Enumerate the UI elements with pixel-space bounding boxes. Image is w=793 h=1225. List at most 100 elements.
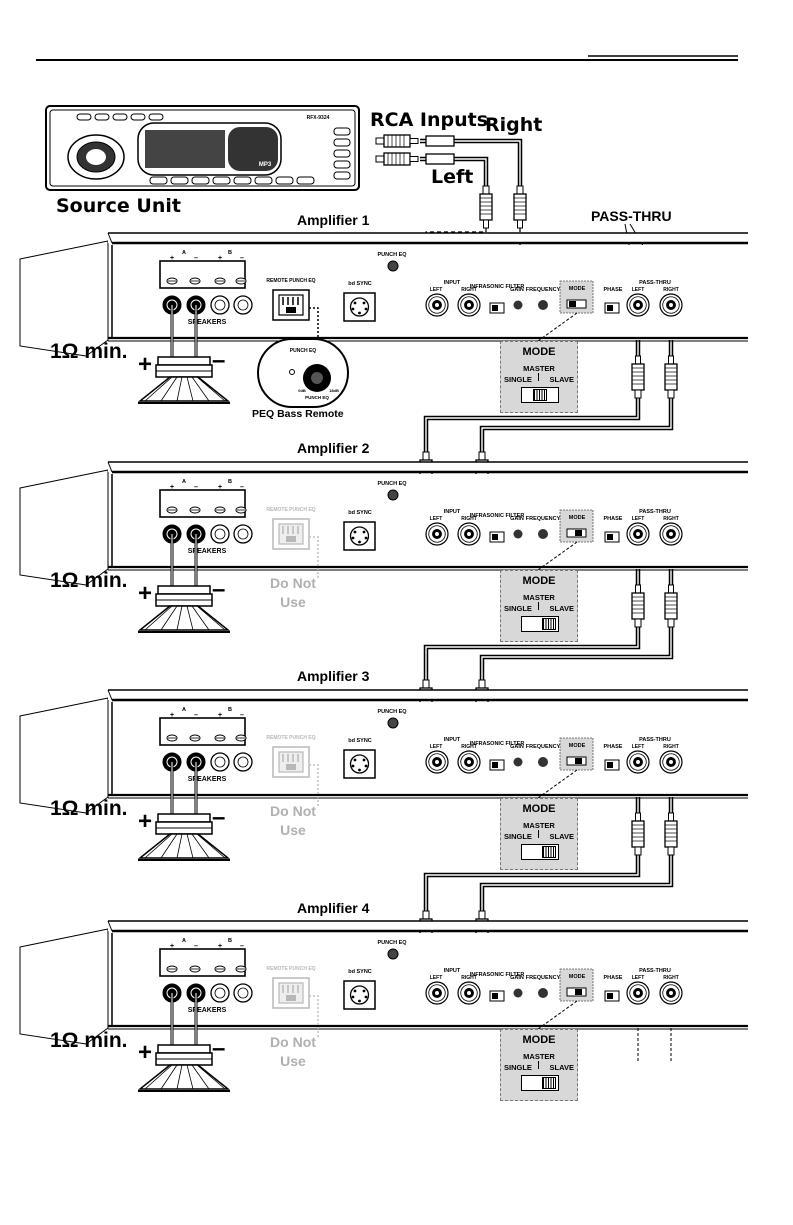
mode-title: MODE: [522, 346, 556, 358]
input-right-jack: [457, 293, 481, 317]
mode-slave-label: SLAVE: [549, 604, 574, 613]
pass-thru-right-jack: [659, 522, 683, 546]
rca-left-female: [425, 153, 455, 165]
terminal-plus-a: +: [170, 484, 174, 491]
speaker-cone-rib: [160, 833, 178, 859]
remote-brand: PUNCH EQ: [290, 348, 317, 354]
speaker-magnet-top: [157, 813, 211, 823]
speaker-cone-rib: [144, 1064, 173, 1090]
mode-title: MODE: [522, 1034, 556, 1046]
speaker-cone-rib: [160, 605, 178, 631]
panel-mode-knob: [569, 301, 576, 307]
terminal-minus-a: –: [194, 255, 198, 262]
speaker: [137, 305, 231, 404]
pass-plug-right-3-boot: [668, 812, 674, 822]
input-left-jack-center: [435, 303, 439, 307]
pass-thru-left-jack-ring: [629, 753, 647, 771]
panel-mode-switch: MODE: [559, 737, 594, 771]
pass-thru-right-jack: [659, 750, 683, 774]
pass-thru-label: PASS-THRU: [639, 968, 671, 974]
speaker-jack-open: [210, 295, 230, 315]
input-left-jack: [425, 981, 449, 1005]
input-right-jack-ring: [460, 296, 478, 314]
pass-thru-left-jack-ring: [629, 525, 647, 543]
punch-eq-knob: [387, 717, 399, 729]
input-left-jack: [425, 750, 449, 774]
gain-label: GAIN: [510, 287, 524, 293]
pass-thru-left-jack-center: [636, 303, 640, 307]
head-unit-preset-button: [296, 176, 315, 185]
rca-right-drop-plug: [513, 185, 527, 229]
input-left-label: LEFT: [430, 744, 443, 750]
remote-max: 18dB: [329, 388, 339, 393]
heatsink-cap: [19, 697, 109, 814]
input-plug-right-3-tip: [478, 679, 486, 689]
amplifier-3-do-not-use: Do Not Use: [270, 803, 316, 838]
speaker-wire-inner: [171, 762, 197, 814]
mode-callout-line: [537, 769, 578, 799]
bd-sync-pin: [358, 768, 361, 772]
speakers-label: SPEAKERS: [188, 548, 227, 555]
head-unit-side-button: [333, 149, 351, 158]
gain-knob: [513, 988, 523, 998]
rca-left-label: Left: [431, 166, 474, 188]
speaker-jack-inner: [237, 528, 249, 540]
panel-mode-slot: [566, 299, 587, 309]
input-right-jack: [457, 522, 481, 546]
infrasonic-switch-knob: [492, 305, 498, 311]
mode-single-label: SINGLE: [504, 1063, 532, 1072]
speaker-cone-rib: [186, 833, 194, 859]
head-unit-preset-button: [275, 176, 294, 185]
bd-sync-pin: [351, 764, 355, 768]
head-unit-preset-button: [191, 176, 210, 185]
terminal-minus-a: –: [194, 943, 198, 950]
amplifier-2-title: Amplifier 2: [297, 440, 370, 456]
pass-thru-left-label: LEFT: [632, 975, 645, 981]
remote-punch-label: PUNCH EQ: [305, 395, 329, 400]
pass-thru-right-jack-ring: [662, 984, 680, 1002]
rca-left-drop-plug-tip: [482, 185, 490, 195]
phase-label: PHASE: [604, 516, 623, 522]
head-unit-top-button: [76, 113, 92, 121]
pass-thru-right-jack-ring: [662, 525, 680, 543]
mode-master-label: MASTER: [523, 364, 555, 373]
speaker-cone-rib: [196, 376, 226, 402]
input-right-label: RIGHT: [461, 516, 477, 522]
speaker-magnet-top: [157, 585, 211, 595]
bd-sync-label: bd SYNC: [348, 281, 372, 287]
terminal-minus-b: –: [240, 943, 244, 950]
bd-sync-pin: [353, 301, 357, 305]
infrasonic-label: INFRASONIC FILTER: [470, 513, 525, 519]
head-unit-preset-button: [233, 176, 252, 185]
mode-slave-label: SLAVE: [549, 1063, 574, 1072]
mode-slot: [521, 1075, 559, 1091]
speaker-minus: –: [212, 804, 226, 831]
input-right-label: RIGHT: [461, 287, 477, 293]
mode-divider: [538, 1061, 539, 1069]
terminal-plus-b: +: [218, 712, 222, 719]
terminal-a-label: A: [182, 479, 186, 485]
pass-thru-right-label: RIGHT: [663, 287, 679, 293]
head-unit-top-button: [130, 113, 146, 121]
pass-thru-left-jack-ring: [629, 984, 647, 1002]
speaker-jack-open: [233, 295, 253, 315]
speaker-cone: [137, 605, 231, 631]
mode-knob: [533, 389, 547, 401]
mode-master-label: MASTER: [523, 593, 555, 602]
panel-mode-knob: [575, 758, 582, 764]
pass-thru-right-jack: [659, 981, 683, 1005]
remote-led: [289, 369, 295, 375]
amp4-unused-pass: [637, 1028, 672, 1062]
speaker-jack-inner: [237, 987, 249, 999]
pass-plug-right-3-tip: [667, 846, 675, 856]
mode-divider: [538, 830, 539, 838]
rca-left-plug: [375, 152, 419, 166]
mode-knob: [542, 1077, 556, 1089]
speaker-jack-open: [233, 524, 253, 544]
input-left-jack: [425, 293, 449, 317]
mode-single-label: SINGLE: [504, 604, 532, 613]
pass-plug-left-2-boot: [635, 584, 641, 594]
chassis-top: [108, 462, 748, 472]
speaker-cone-rib: [196, 605, 226, 631]
amplifier-1-load: 1Ω min.: [50, 340, 128, 363]
